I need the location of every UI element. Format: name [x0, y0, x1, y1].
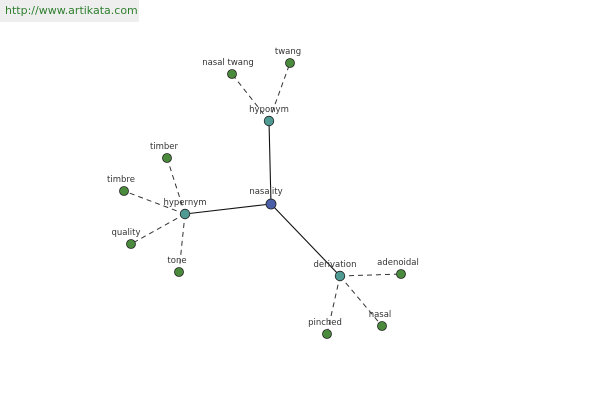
node-timber[interactable]: timber [150, 142, 179, 163]
source-banner: http://www.artikata.com [0, 0, 139, 22]
node-nasality[interactable]: nasality [249, 187, 283, 210]
node-hyponym[interactable]: hyponym [249, 105, 289, 127]
node-circle-tone[interactable] [174, 267, 184, 277]
edge-hypernym-tone [178, 213, 186, 273]
edge-derivation-adenoidal [339, 273, 402, 277]
node-label-hyponym: hyponym [249, 105, 289, 115]
node-label-timber: timber [150, 142, 179, 152]
node-circle-derivation[interactable] [334, 270, 346, 282]
edge-nasality-hypernym [184, 203, 272, 215]
edge-nasality-derivation [270, 203, 341, 277]
node-nasal-twang[interactable]: nasal twang [202, 58, 254, 79]
node-circle-pinched[interactable] [322, 329, 332, 339]
node-twang[interactable]: twang [275, 47, 301, 68]
node-nasal[interactable]: nasal [369, 310, 392, 331]
node-derivation[interactable]: derivation [313, 260, 357, 282]
node-label-timbre: timbre [107, 175, 135, 185]
node-timbre[interactable]: timbre [107, 175, 135, 196]
graph-nodes: nasal twang twang timber timbre quality tone a… [107, 47, 419, 339]
node-circle-twang[interactable] [285, 58, 295, 68]
node-pinched[interactable]: pinched [308, 318, 342, 339]
node-circle-hyponym[interactable] [263, 115, 275, 127]
edge-hypernym-timbre [123, 190, 186, 215]
node-circle-timber[interactable] [162, 153, 172, 163]
edge-nasality-hyponym [268, 120, 272, 205]
node-circle-hypernym[interactable] [179, 208, 191, 220]
node-label-adenoidal: adenoidal [377, 258, 419, 268]
edge-hypernym-timber [166, 157, 186, 215]
graph-edges [123, 62, 402, 335]
node-hypernym[interactable]: hypernym [163, 198, 207, 220]
edge-derivation-nasal [339, 275, 383, 327]
edge-hypernym-quality [130, 213, 186, 245]
node-quality[interactable]: quality [111, 228, 141, 249]
edge-hyponym-twang [268, 62, 291, 122]
node-label-nasality: nasality [249, 187, 282, 197]
node-circle-quality[interactable] [126, 239, 136, 249]
source-url-link[interactable]: http://www.artikata.com [5, 4, 138, 17]
node-label-pinched: pinched [308, 318, 342, 328]
node-circle-nasal[interactable] [377, 321, 387, 331]
node-label-derivation: derivation [313, 260, 356, 270]
node-circle-adenoidal[interactable] [396, 269, 406, 279]
edge-derivation-pinched [326, 275, 341, 335]
node-adenoidal[interactable]: adenoidal [377, 258, 419, 279]
node-label-quality: quality [111, 228, 140, 238]
node-circle-nasality[interactable] [265, 198, 277, 210]
edge-hyponym-nasal-twang [231, 73, 270, 122]
node-label-twang: twang [275, 47, 301, 57]
node-label-nasal-twang: nasal twang [202, 58, 254, 68]
node-label-tone: tone [167, 256, 186, 266]
node-circle-nasal-twang[interactable] [227, 69, 237, 79]
node-circle-timbre[interactable] [119, 186, 129, 196]
node-label-hypernym: hypernym [163, 198, 206, 208]
node-label-nasal: nasal [369, 310, 392, 320]
node-tone[interactable]: tone [167, 256, 187, 277]
